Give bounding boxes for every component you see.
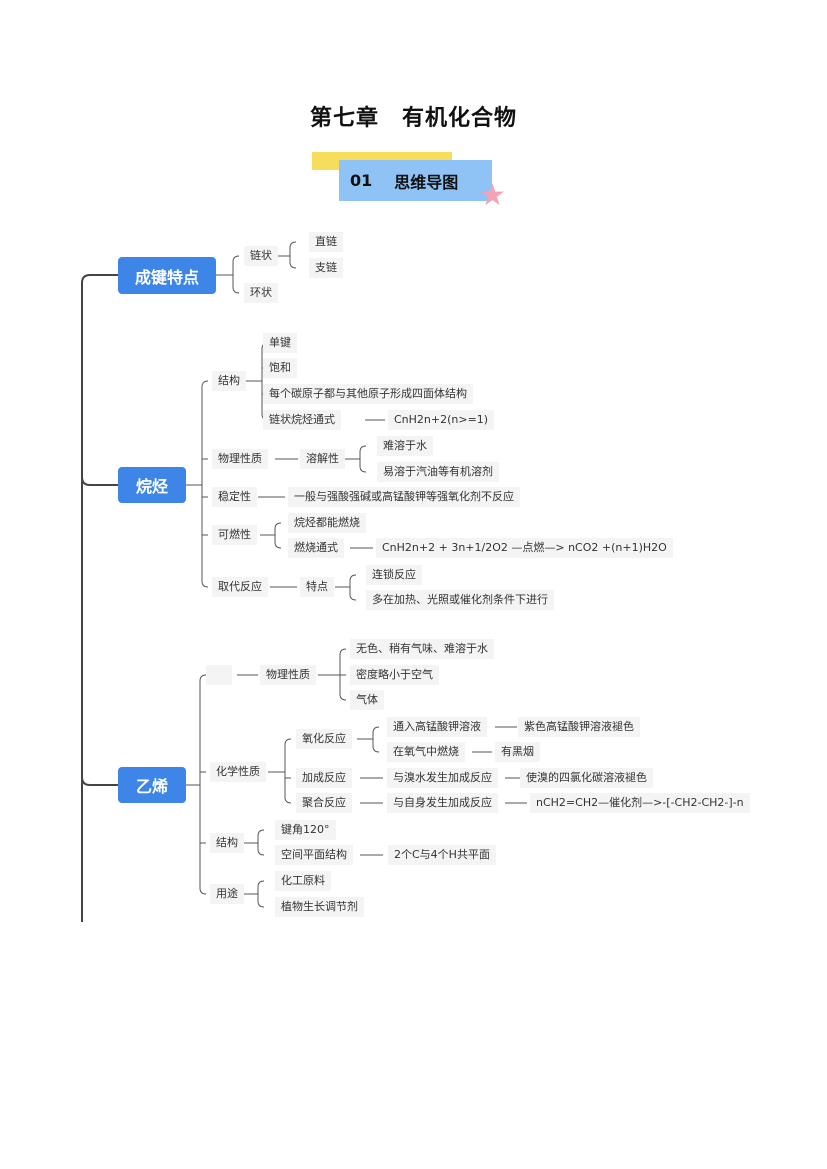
node[interactable]: 无色、稍有气味、难溶于水 <box>350 639 494 659</box>
node[interactable]: 有黑烟 <box>495 742 540 762</box>
node[interactable]: 直链 <box>309 232 343 252</box>
node[interactable]: 氧化反应 <box>296 729 352 749</box>
node[interactable]: 植物生长调节剂 <box>275 897 364 917</box>
connector-line <box>243 880 265 908</box>
section-number: 01 <box>350 171 373 190</box>
connector-line <box>268 738 292 804</box>
connector-line <box>81 274 118 922</box>
node[interactable]: 稳定性 <box>212 487 257 507</box>
connector-line <box>260 522 282 549</box>
node[interactable]: 每个碳原子都与其他原子形成四面体结构 <box>263 384 473 404</box>
connector-line <box>335 574 357 601</box>
node[interactable]: CnH2n+2 + 3n+1/2O2 —点燃—> nCO2 +(n+1)H2O <box>376 538 673 558</box>
node[interactable]: 支链 <box>309 258 343 278</box>
node[interactable]: 饱和 <box>263 358 297 378</box>
node[interactable]: 一般与强酸强碱或高锰酸钾等强氧化剂不反应 <box>288 487 520 507</box>
node[interactable]: 结构 <box>210 833 244 853</box>
node[interactable]: 连锁反应 <box>366 565 422 585</box>
connector-line <box>357 726 380 753</box>
node[interactable]: 燃烧通式 <box>288 538 344 558</box>
node[interactable]: 取代反应 <box>212 577 268 597</box>
node-empty[interactable] <box>206 665 232 685</box>
node[interactable]: 环状 <box>244 283 278 303</box>
node[interactable]: 溶解性 <box>300 449 345 469</box>
node[interactable]: 键角120° <box>275 820 336 840</box>
node[interactable]: 结构 <box>212 371 246 391</box>
connector-line <box>186 380 209 588</box>
node[interactable]: 多在加热、光照或催化剂条件下进行 <box>366 590 554 610</box>
star-icon: ★ <box>479 178 506 213</box>
connector-line <box>216 255 240 294</box>
node[interactable]: 特点 <box>300 577 334 597</box>
node[interactable]: 气体 <box>350 690 384 710</box>
connector-line <box>275 241 297 269</box>
node[interactable]: 链状烷烃通式 <box>263 410 341 430</box>
topic-bond-features[interactable]: 成键特点 <box>118 257 216 294</box>
topic-alkane[interactable]: 烷烃 <box>118 467 186 503</box>
connector-line <box>186 674 207 895</box>
node[interactable]: 化学性质 <box>210 762 266 782</box>
node[interactable]: 空间平面结构 <box>275 845 353 865</box>
node[interactable]: 紫色高锰酸钾溶液褪色 <box>518 717 640 737</box>
node[interactable]: 与自身发生加成反应 <box>387 793 498 813</box>
node[interactable]: nCH2=CH2—催化剂—>-[-CH2-CH2-]-n <box>530 793 750 813</box>
node[interactable]: 可燃性 <box>212 525 257 545</box>
node[interactable]: 用途 <box>210 884 244 904</box>
node[interactable]: 与溴水发生加成反应 <box>387 768 498 788</box>
node[interactable]: 聚合反应 <box>296 793 352 813</box>
node[interactable]: 化工原料 <box>275 871 331 891</box>
node[interactable]: 密度略小于空气 <box>350 665 439 685</box>
chapter-title: 第七章 有机化合物 <box>309 105 517 131</box>
connector-line <box>243 829 265 856</box>
node[interactable]: 难溶于水 <box>377 436 433 456</box>
connector-line <box>318 648 347 701</box>
connector-line <box>345 445 367 473</box>
node[interactable]: 烷烃都能燃烧 <box>288 513 366 533</box>
node[interactable]: 物理性质 <box>212 449 268 469</box>
node[interactable]: 物理性质 <box>260 665 316 685</box>
node[interactable]: 在氧气中燃烧 <box>387 742 465 762</box>
connector-line <box>242 342 269 421</box>
section-header: 01 思维导图 <box>339 160 492 201</box>
node[interactable]: 单键 <box>263 333 297 353</box>
node[interactable]: CnH2n+2(n>=1) <box>388 410 495 430</box>
node[interactable]: 使溴的四氯化碳溶液褪色 <box>520 768 653 788</box>
node[interactable]: 通入高锰酸钾溶液 <box>387 717 487 737</box>
section-label: 思维导图 <box>394 172 459 192</box>
node[interactable]: 加成反应 <box>296 768 352 788</box>
node[interactable]: 链状 <box>244 246 278 266</box>
topic-ethylene[interactable]: 乙烯 <box>118 767 186 803</box>
node[interactable]: 易溶于汽油等有机溶剂 <box>377 462 499 482</box>
node[interactable]: 2个C与4个H共平面 <box>388 845 496 865</box>
